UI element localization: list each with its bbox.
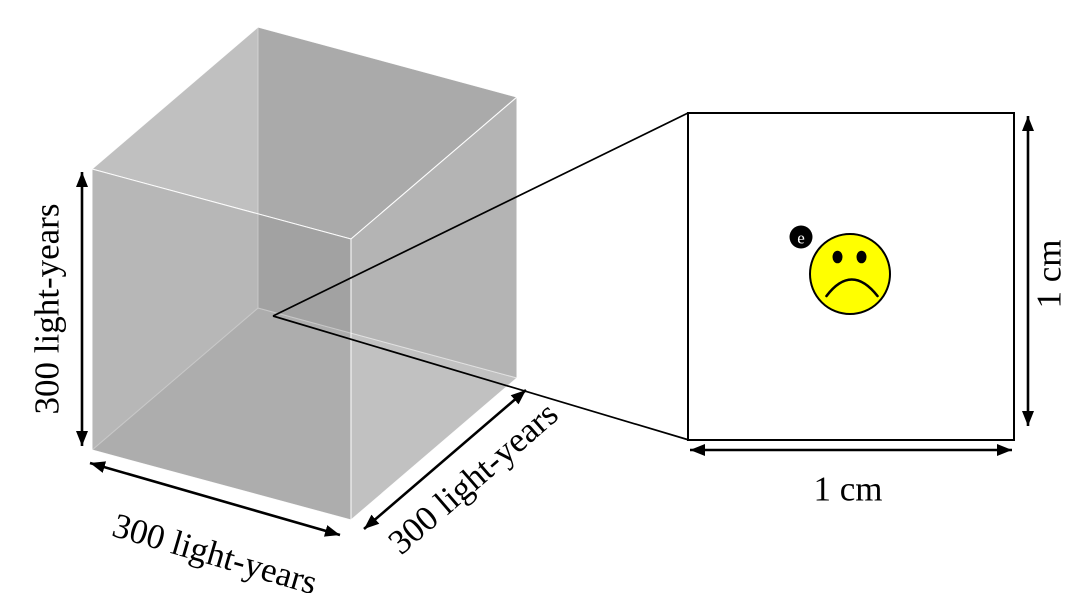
sad-face-head [809,233,891,315]
sad-face-right-eye [856,250,867,264]
sad-face-left-eye [832,250,843,264]
zoom-box-dimension-arrows [690,116,1034,456]
sad-face-mouth [825,278,879,298]
zoom-box-height-label: 1 cm [1030,239,1069,308]
sad-face-icon [809,233,891,315]
cube-dimension-arrows [76,172,527,537]
cube-depth-arrow [363,389,527,530]
cube-width-label: 300 light-years [108,506,321,593]
zoom-line-upper [272,112,689,317]
cube-3d [90,25,519,522]
zoom-connector-lines [272,112,690,441]
cube-height-label: 300 light-years [28,204,67,415]
zoom-box-width-label: 1 cm [813,470,882,509]
zoom-line-lower [272,315,690,441]
electron-label: e [797,229,805,248]
electron-icon: e [789,225,813,249]
cube-width-arrow [89,461,341,537]
